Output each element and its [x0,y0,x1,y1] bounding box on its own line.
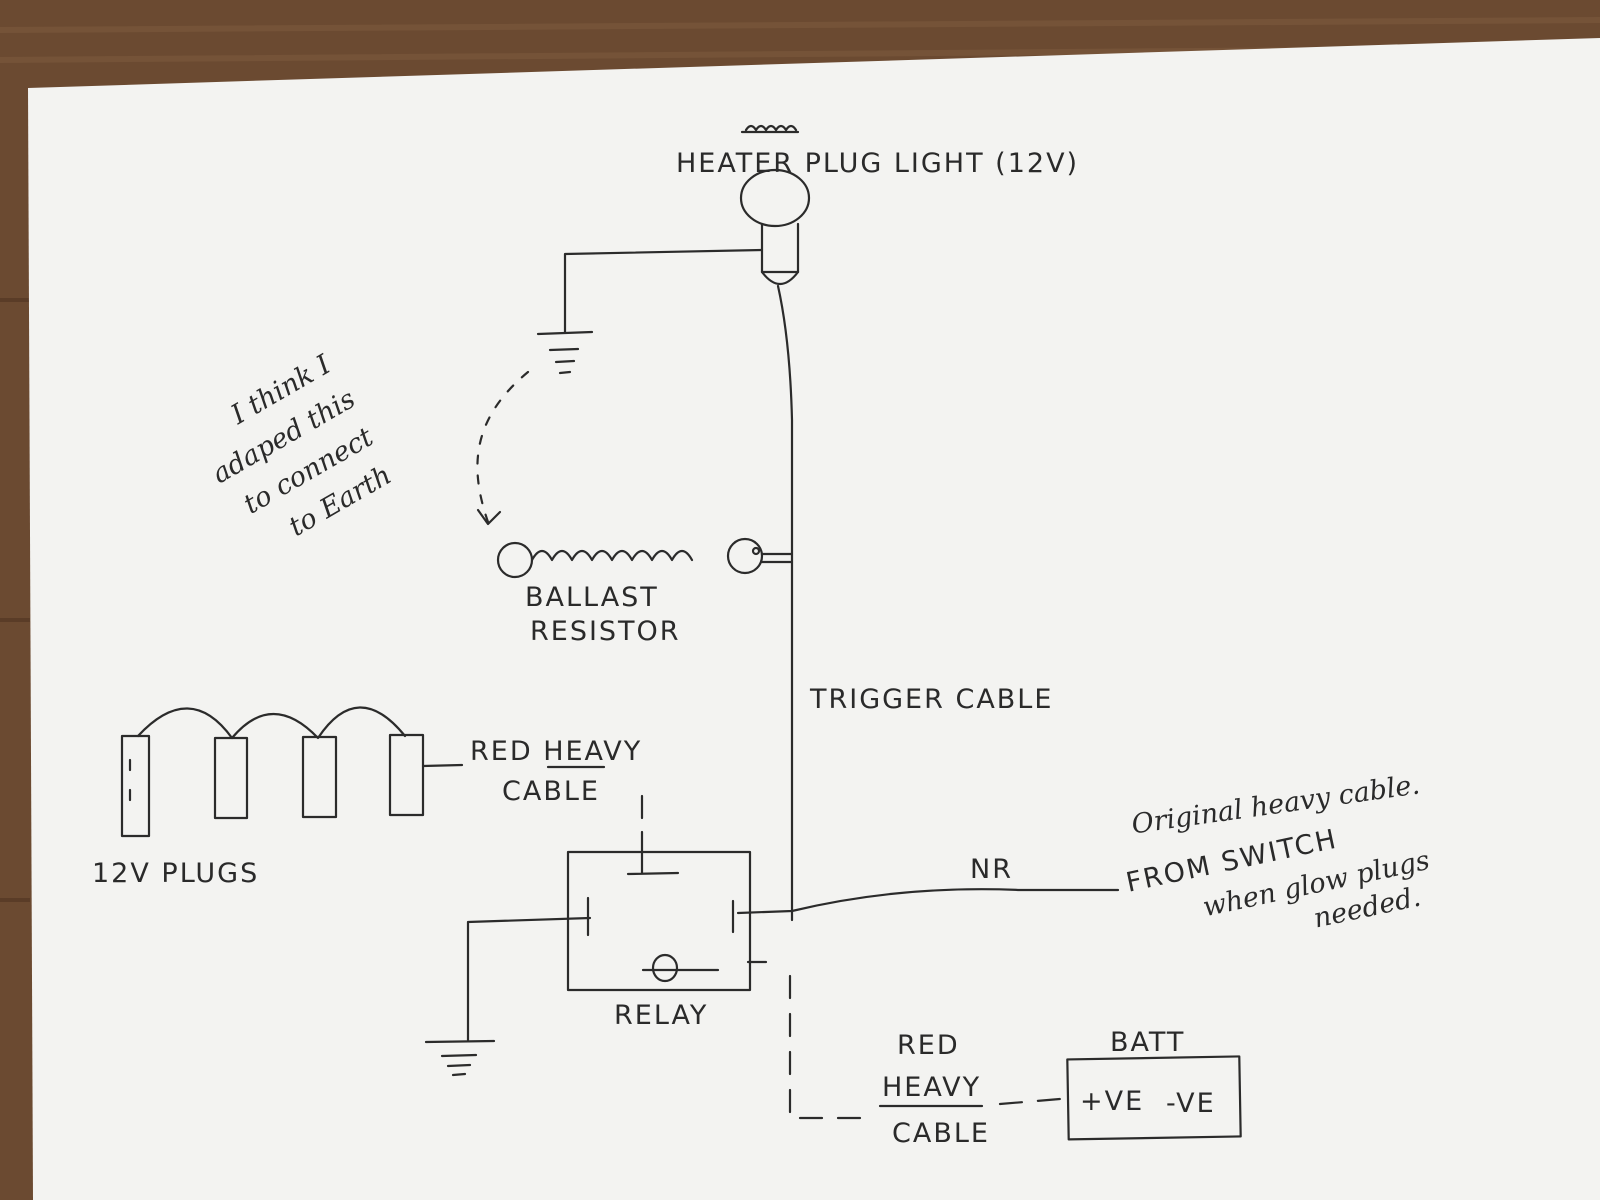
heater-plug-light-label: HEATER PLUG LIGHT (12V) [676,148,1079,179]
nr-wire [736,888,1120,915]
red-heavy-cable-bottom-3: CABLE [892,1118,990,1149]
relay [424,794,768,1077]
red-heavy-cable-top-1: RED HEAVY [470,736,642,767]
ballast-label-2: RESISTOR [530,616,681,647]
dotted-arrow [476,370,530,524]
batt-pos-label: +VE [1080,1086,1144,1117]
nr-label: NR [970,854,1013,885]
trigger-cable-wire [776,284,794,922]
plugs-label: 12V PLUGS [92,858,259,889]
red-heavy-cable-top-2: CABLE [502,776,600,807]
paper-sheet [28,38,1600,1200]
arrow-head [476,508,502,526]
relay-label: RELAY [614,1000,708,1031]
trigger-cable-label: TRIGGER CABLE [809,684,1053,715]
red-heavy-cable-bottom-2: HEAVY [882,1072,981,1103]
dashed-battery-wire [788,974,1074,1120]
glow-plugs [120,706,464,838]
ballast-label-1: BALLAST [525,582,659,613]
ballast-resistor [496,537,794,579]
batt-neg-label: -VE [1166,1088,1216,1119]
battery [1066,1055,1242,1141]
heater-plug-light [739,124,811,286]
red-heavy-cable-bottom-1: RED [897,1030,960,1061]
lamp-earth-wire [536,248,764,375]
batt-label: BATT [1110,1027,1185,1058]
